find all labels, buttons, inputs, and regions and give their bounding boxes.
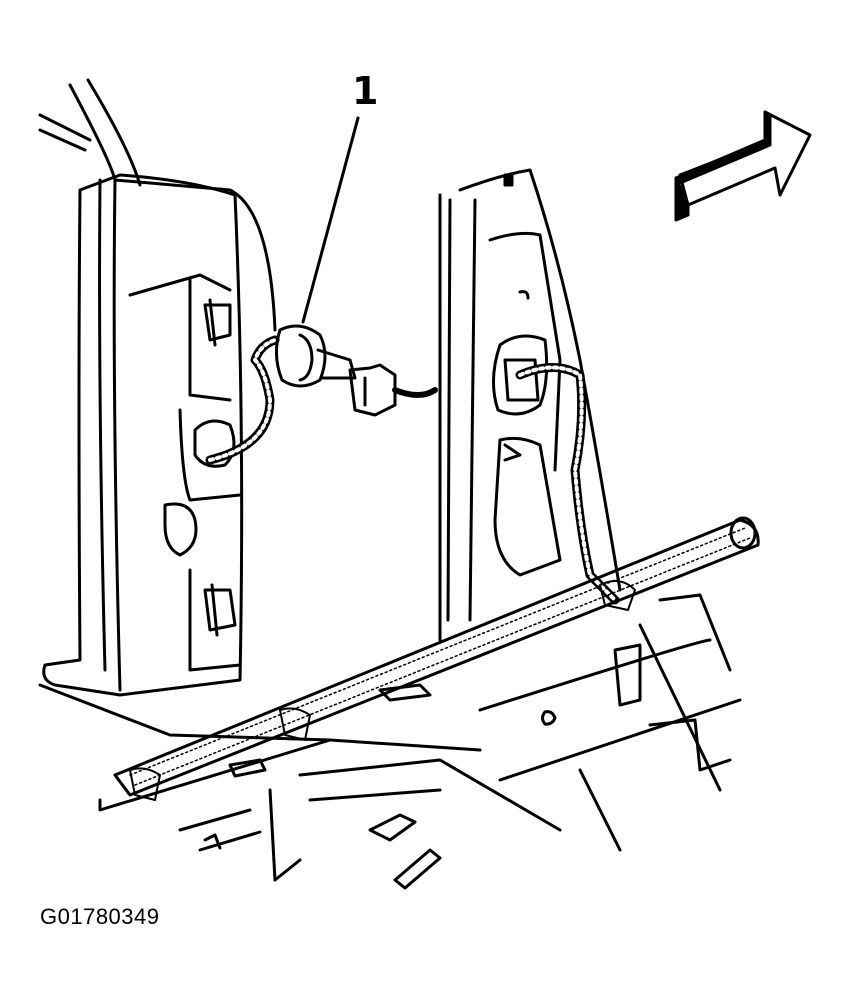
figure-id: G01780349 [40, 904, 160, 929]
wiring-connector [275, 324, 438, 417]
callout-leader-line [301, 116, 360, 324]
center-pillar [438, 168, 622, 642]
left-harness [205, 335, 280, 465]
center-harness [515, 363, 620, 605]
left-pillar [42, 173, 244, 697]
floor-pan [38, 593, 742, 890]
callout-number-1: 1 [352, 69, 379, 113]
sill-molding [113, 516, 760, 801]
front-arrow-icon [674, 110, 812, 222]
